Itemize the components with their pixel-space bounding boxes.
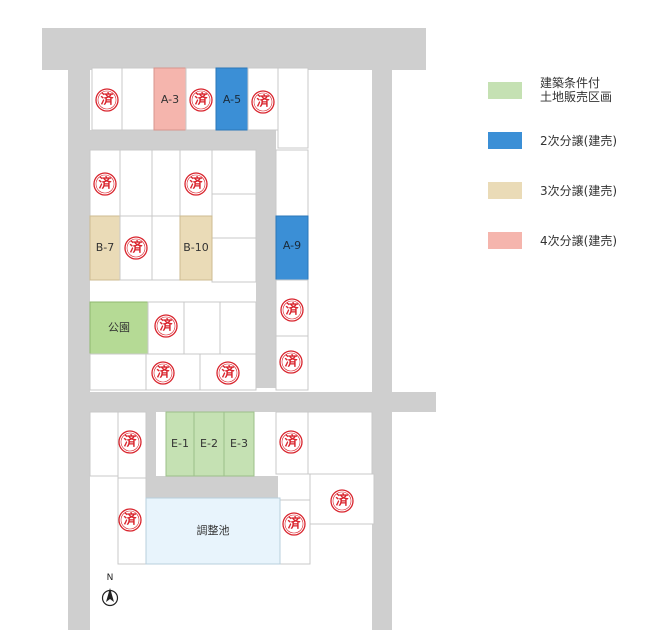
- lot-label-e2: E-2: [200, 437, 218, 450]
- sold-markers: 済 済 済 済 済 済 済 済 済 済 済 済 済 済 済 済: [93, 88, 354, 536]
- road-inner-top: [84, 130, 276, 150]
- pond-label: 調整池: [197, 523, 230, 537]
- road-left: [68, 40, 90, 630]
- lot[interactable]: [219, 301, 257, 355]
- sold-stamp-icon: 済: [154, 314, 178, 338]
- legend-swatch-blue: [488, 132, 522, 149]
- svg-text:済: 済: [287, 516, 301, 532]
- legend-text: 3次分譲(建売): [540, 184, 617, 198]
- lot-a5[interactable]: [215, 67, 249, 131]
- svg-text:済: 済: [285, 302, 299, 318]
- sold-stamp-icon: 済: [251, 90, 275, 114]
- svg-text:済: 済: [335, 493, 349, 509]
- lot[interactable]: [151, 149, 181, 217]
- lot[interactable]: [119, 149, 153, 217]
- park-label: 公園: [108, 321, 130, 334]
- block-park: 公園: [89, 301, 257, 391]
- lot-b10[interactable]: [179, 215, 213, 281]
- svg-text:済: 済: [123, 512, 137, 528]
- sold-stamp-icon: 済: [95, 88, 119, 112]
- lot[interactable]: [89, 411, 119, 477]
- sold-stamp-icon: 済: [279, 430, 303, 454]
- lot-label-a3: A-3: [161, 93, 179, 106]
- north-label: N: [107, 573, 114, 583]
- sold-stamp-icon: 済: [279, 350, 303, 374]
- lot-e3[interactable]: [223, 411, 255, 477]
- road-lower-middle: [146, 476, 278, 498]
- lot-e1[interactable]: [165, 411, 195, 477]
- svg-text:済: 済: [100, 92, 114, 108]
- legend-text: 建築条件付 土地販売区画: [540, 76, 612, 104]
- legend-text: 4次分譲(建売): [540, 234, 617, 248]
- sold-stamp-icon: 済: [330, 489, 354, 513]
- svg-text:済: 済: [159, 318, 173, 334]
- lot-a9[interactable]: [275, 215, 309, 281]
- lot-label-e1: E-1: [171, 437, 189, 450]
- lot[interactable]: [211, 149, 257, 195]
- lot[interactable]: [211, 237, 257, 283]
- lot-label-b7: B-7: [96, 241, 115, 254]
- legend-text: 2次分譲(建売): [540, 134, 617, 148]
- svg-text:済: 済: [129, 240, 143, 256]
- lot[interactable]: [183, 301, 221, 355]
- lot-label-a5: A-5: [223, 93, 241, 106]
- lot-b7[interactable]: [89, 215, 121, 281]
- legend-line: 土地販売区画: [540, 90, 613, 104]
- lot-label-b10: B-10: [183, 241, 209, 254]
- legend-line: 建築条件付: [540, 76, 601, 90]
- svg-text:済: 済: [98, 176, 112, 192]
- sold-stamp-icon: 済: [216, 361, 240, 385]
- lot[interactable]: [89, 353, 147, 391]
- svg-text:済: 済: [189, 176, 203, 192]
- legend-swatch-pink: [488, 232, 522, 249]
- north-arrow-icon: N: [101, 573, 119, 607]
- sold-stamp-icon: 済: [184, 172, 208, 196]
- lot[interactable]: [211, 193, 257, 239]
- sold-stamp-icon: 済: [282, 512, 306, 536]
- road-cross: [68, 392, 436, 412]
- sold-stamp-icon: 済: [151, 361, 175, 385]
- pond-area[interactable]: [145, 497, 281, 565]
- road-middle-vertical: [256, 130, 276, 388]
- svg-text:済: 済: [156, 365, 170, 381]
- lot[interactable]: [277, 67, 309, 149]
- lot[interactable]: [121, 67, 155, 131]
- lot[interactable]: [275, 149, 309, 217]
- lot[interactable]: [151, 215, 181, 281]
- svg-text:済: 済: [123, 434, 137, 450]
- sold-stamp-icon: 済: [280, 298, 304, 322]
- svg-text:済: 済: [284, 354, 298, 370]
- road-top: [42, 28, 426, 70]
- legend-swatch-green: [488, 82, 522, 99]
- road-right: [372, 68, 392, 630]
- lot-label-a9: A-9: [283, 239, 301, 252]
- svg-text:済: 済: [221, 365, 235, 381]
- lot[interactable]: [307, 411, 373, 475]
- svg-text:済: 済: [256, 94, 270, 110]
- lot-e2[interactable]: [193, 411, 225, 477]
- block-b: B-7 B-10: [89, 149, 257, 283]
- lot-a3[interactable]: [153, 67, 187, 131]
- sold-stamp-icon: 済: [118, 508, 142, 532]
- sold-stamp-icon: 済: [93, 172, 117, 196]
- legend-swatch-tan: [488, 182, 522, 199]
- lot-label-e3: E-3: [230, 437, 248, 450]
- svg-text:済: 済: [284, 434, 298, 450]
- sold-stamp-icon: 済: [189, 88, 213, 112]
- sold-stamp-icon: 済: [124, 236, 148, 260]
- svg-text:済: 済: [194, 92, 208, 108]
- sold-stamp-icon: 済: [118, 430, 142, 454]
